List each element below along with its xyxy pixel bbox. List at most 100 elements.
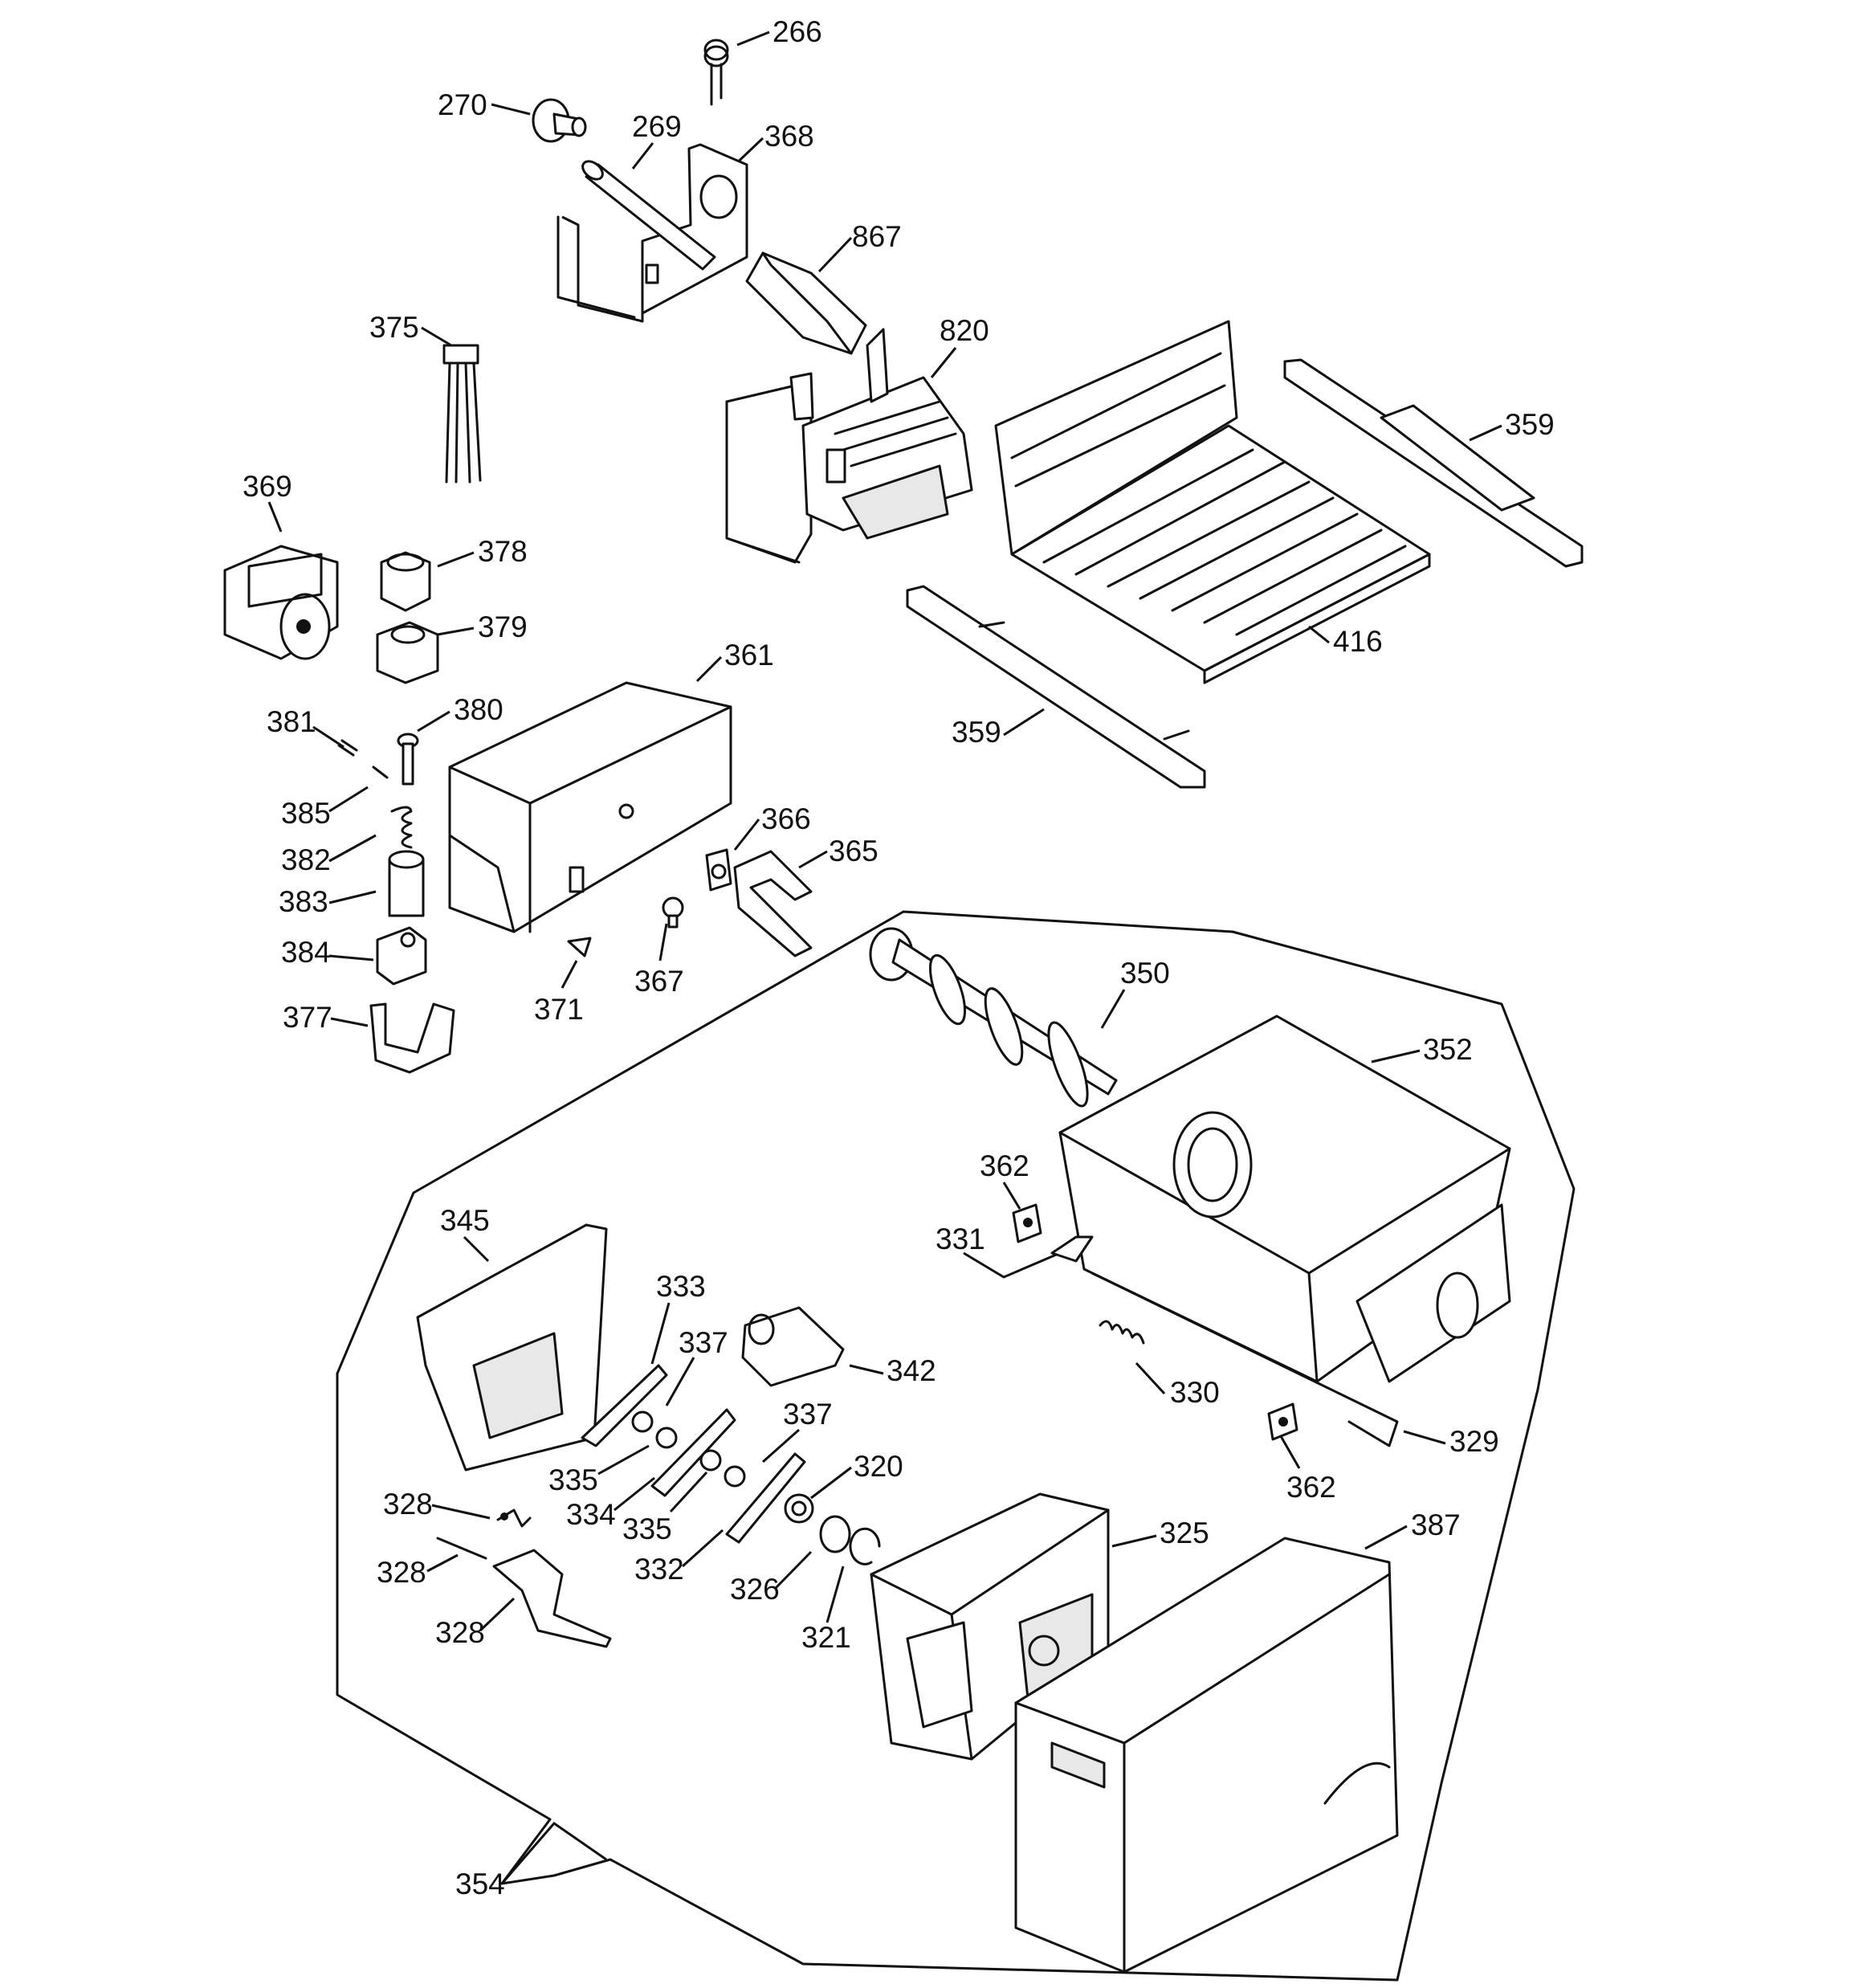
callout-269: 269 (632, 110, 682, 143)
callout-326: 326 (730, 1573, 780, 1606)
assembly-354-boundary (336, 910, 1576, 1982)
callout-387: 387 (1411, 1508, 1461, 1541)
callout-382: 382 (281, 843, 331, 876)
callout-362-top: 362 (980, 1149, 1029, 1182)
callout-335-left: 335 (548, 1463, 598, 1496)
lever-331 (1050, 1235, 1094, 1263)
callout-361: 361 (724, 639, 774, 672)
cover-387 (1014, 1537, 1399, 1974)
callout-366: 366 (761, 802, 811, 835)
callout-380: 380 (454, 693, 503, 726)
plunger-380 (397, 733, 419, 786)
shelf-416 (994, 320, 1431, 684)
assembly-354-leader (500, 1822, 607, 1884)
callout-354: 354 (455, 1868, 505, 1900)
callout-359-top: 359 (1505, 408, 1555, 441)
tray-867 (745, 251, 867, 355)
callout-350: 350 (1120, 957, 1170, 990)
callout-320: 320 (854, 1450, 903, 1483)
callout-332: 332 (634, 1553, 684, 1586)
callout-337-upper: 337 (679, 1326, 728, 1359)
callout-368: 368 (764, 120, 814, 153)
leader-lines (267, 31, 1502, 1632)
cap-270 (532, 98, 587, 143)
tube-269 (581, 160, 716, 271)
callout-270: 270 (438, 88, 487, 121)
callout-321: 321 (801, 1621, 851, 1654)
lever-328-bottom (492, 1549, 612, 1648)
callout-367: 367 (634, 965, 684, 998)
block-379 (376, 621, 439, 684)
callout-379: 379 (478, 610, 528, 643)
ice-maker-820 (725, 328, 973, 564)
screw-367 (662, 896, 684, 929)
callout-266: 266 (773, 15, 822, 48)
callout-867: 867 (852, 220, 902, 253)
pin-381 (337, 739, 358, 757)
bracket-365 (733, 850, 813, 957)
blade-333 (581, 1364, 668, 1447)
wire-harness-375 (442, 344, 482, 484)
callout-377: 377 (283, 1001, 332, 1034)
callout-337-lower: 337 (783, 1398, 833, 1431)
callout-352: 352 (1423, 1033, 1473, 1066)
callout-385: 385 (281, 797, 331, 830)
rail-359-top (1283, 358, 1584, 568)
callout-378: 378 (478, 535, 528, 568)
bracket-384 (376, 926, 427, 986)
screw-371 (567, 937, 592, 957)
motor-369 (223, 545, 339, 660)
spring-266 (703, 39, 729, 106)
clip-321 (849, 1527, 881, 1565)
callout-362-bottom: 362 (1286, 1471, 1336, 1504)
bushing-320 (784, 1493, 814, 1524)
clip-362-bottom (1267, 1402, 1298, 1441)
spring-clip-328-top (496, 1508, 532, 1528)
callout-342: 342 (887, 1354, 936, 1387)
clip-362-top (1012, 1203, 1042, 1243)
housing-361 (448, 681, 732, 933)
callout-328-mid: 328 (377, 1556, 426, 1589)
blade-334 (650, 1408, 736, 1497)
callout-335-right: 335 (622, 1512, 672, 1545)
callout-334: 334 (566, 1498, 616, 1531)
cylinder-383 (388, 850, 425, 917)
callout-333: 333 (656, 1270, 706, 1303)
spring-382 (390, 806, 413, 849)
callout-383: 383 (279, 885, 328, 918)
solenoid-378 (380, 551, 431, 612)
pin-328-mid (436, 1537, 487, 1560)
callout-328-top: 328 (383, 1488, 433, 1521)
callout-384: 384 (281, 936, 331, 969)
callout-328-bottom: 328 (435, 1616, 485, 1649)
callout-820: 820 (940, 314, 989, 347)
callout-345: 345 (440, 1204, 490, 1237)
callout-359-mid: 359 (952, 716, 1001, 749)
auger-350 (869, 927, 1118, 1108)
callout-329: 329 (1449, 1425, 1499, 1458)
callout-365: 365 (829, 835, 879, 867)
rail-359-mid (906, 585, 1206, 789)
ring-326 (819, 1515, 851, 1553)
ice-bucket-352 (1058, 1014, 1511, 1383)
callout-375: 375 (369, 311, 419, 344)
plate-345 (416, 1223, 608, 1472)
callout-369: 369 (243, 470, 292, 503)
callout-416: 416 (1333, 625, 1383, 658)
clip-366 (705, 848, 732, 892)
callout-331: 331 (936, 1223, 985, 1255)
callout-371: 371 (534, 993, 584, 1026)
callout-381: 381 (267, 705, 316, 738)
bracket-377 (369, 1002, 455, 1074)
blade-332 (725, 1452, 806, 1544)
bracket-342 (741, 1306, 845, 1387)
callout-325: 325 (1160, 1517, 1209, 1549)
pin-385 (372, 765, 389, 779)
callout-330: 330 (1170, 1376, 1220, 1409)
spring-330 (1099, 1320, 1145, 1345)
callout-labels: 266 270 269 368 867 820 375 359 369 378 … (243, 15, 1555, 1900)
rod-329 (1090, 1272, 1399, 1447)
bracket-368 (556, 143, 748, 323)
washers-337-335 (631, 1410, 746, 1488)
